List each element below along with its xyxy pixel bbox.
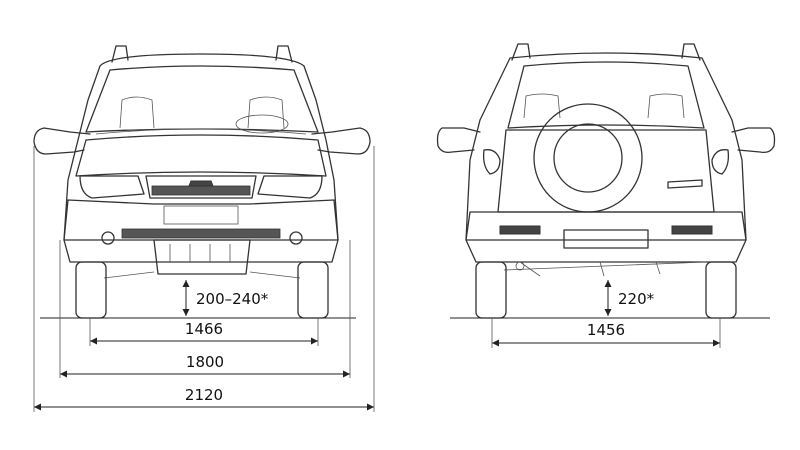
rear-bumper — [465, 211, 747, 241]
front-plate — [163, 205, 239, 225]
body-width-label: 1800 — [186, 353, 224, 371]
rear-roof-rail-left — [511, 43, 531, 61]
rear-tailgate-handle — [667, 179, 703, 189]
front-wheel-right — [297, 261, 329, 319]
front-grille-frame — [145, 175, 257, 199]
front-roof — [99, 53, 305, 67]
front-mirror-left — [33, 127, 91, 155]
front-bumper — [63, 199, 339, 241]
rear-roof-rail-right — [681, 43, 701, 61]
rear-exhaust — [515, 261, 525, 271]
rear-reflector-left — [499, 225, 541, 235]
rear-spare-wheel-hub — [553, 123, 623, 193]
front-dashboard — [95, 128, 307, 135]
front-steering-wheel — [235, 114, 289, 134]
rear-spare-wheel — [533, 103, 643, 213]
rear-taillight-right — [711, 149, 730, 175]
front-seat-right — [247, 96, 285, 129]
front-fog-light-left — [101, 231, 115, 245]
front-clearance-label: 200–240* — [196, 290, 269, 308]
rear-axle — [503, 261, 707, 277]
front-headlight-left — [79, 175, 145, 199]
rear-headrest-right — [647, 93, 685, 119]
front-fog-light-right — [289, 231, 303, 245]
front-grille — [151, 185, 251, 196]
rear-view — [436, 43, 776, 319]
front-hood — [75, 134, 327, 177]
front-wheel-left — [75, 261, 107, 319]
front-view — [33, 45, 371, 319]
front-track-label: 1466 — [185, 320, 223, 338]
front-roof-rail-left — [111, 45, 129, 63]
front-dimensions: 200–240* 1466 1800 2120 — [33, 146, 375, 412]
rear-mirror-right — [731, 127, 776, 154]
front-skid-plate — [153, 239, 251, 275]
front-seat-left — [119, 96, 155, 129]
rear-window — [507, 61, 705, 129]
rear-plate — [563, 229, 649, 249]
rear-dimensions: 220* 1456 — [491, 280, 721, 348]
rear-reflector-right — [671, 225, 713, 235]
rear-track-label: 1456 — [587, 321, 625, 339]
front-axle — [103, 271, 301, 279]
front-windshield — [85, 65, 319, 133]
front-mirror-right — [311, 127, 371, 155]
front-roof-rail-right — [275, 45, 293, 63]
rear-clearance-label: 220* — [618, 290, 655, 308]
mirror-width-label: 2120 — [185, 386, 223, 404]
rear-taillight-left — [482, 149, 501, 175]
rear-wheel-right — [705, 261, 737, 319]
rear-headrest-left — [523, 93, 561, 119]
front-skid-slots — [169, 244, 231, 262]
rear-tailgate — [497, 129, 715, 213]
rear-wheel-left — [475, 261, 507, 319]
rear-mirror-left — [436, 127, 481, 154]
front-headlight-right — [257, 175, 323, 199]
front-emblem — [188, 180, 214, 187]
front-lower-intake — [121, 228, 281, 239]
